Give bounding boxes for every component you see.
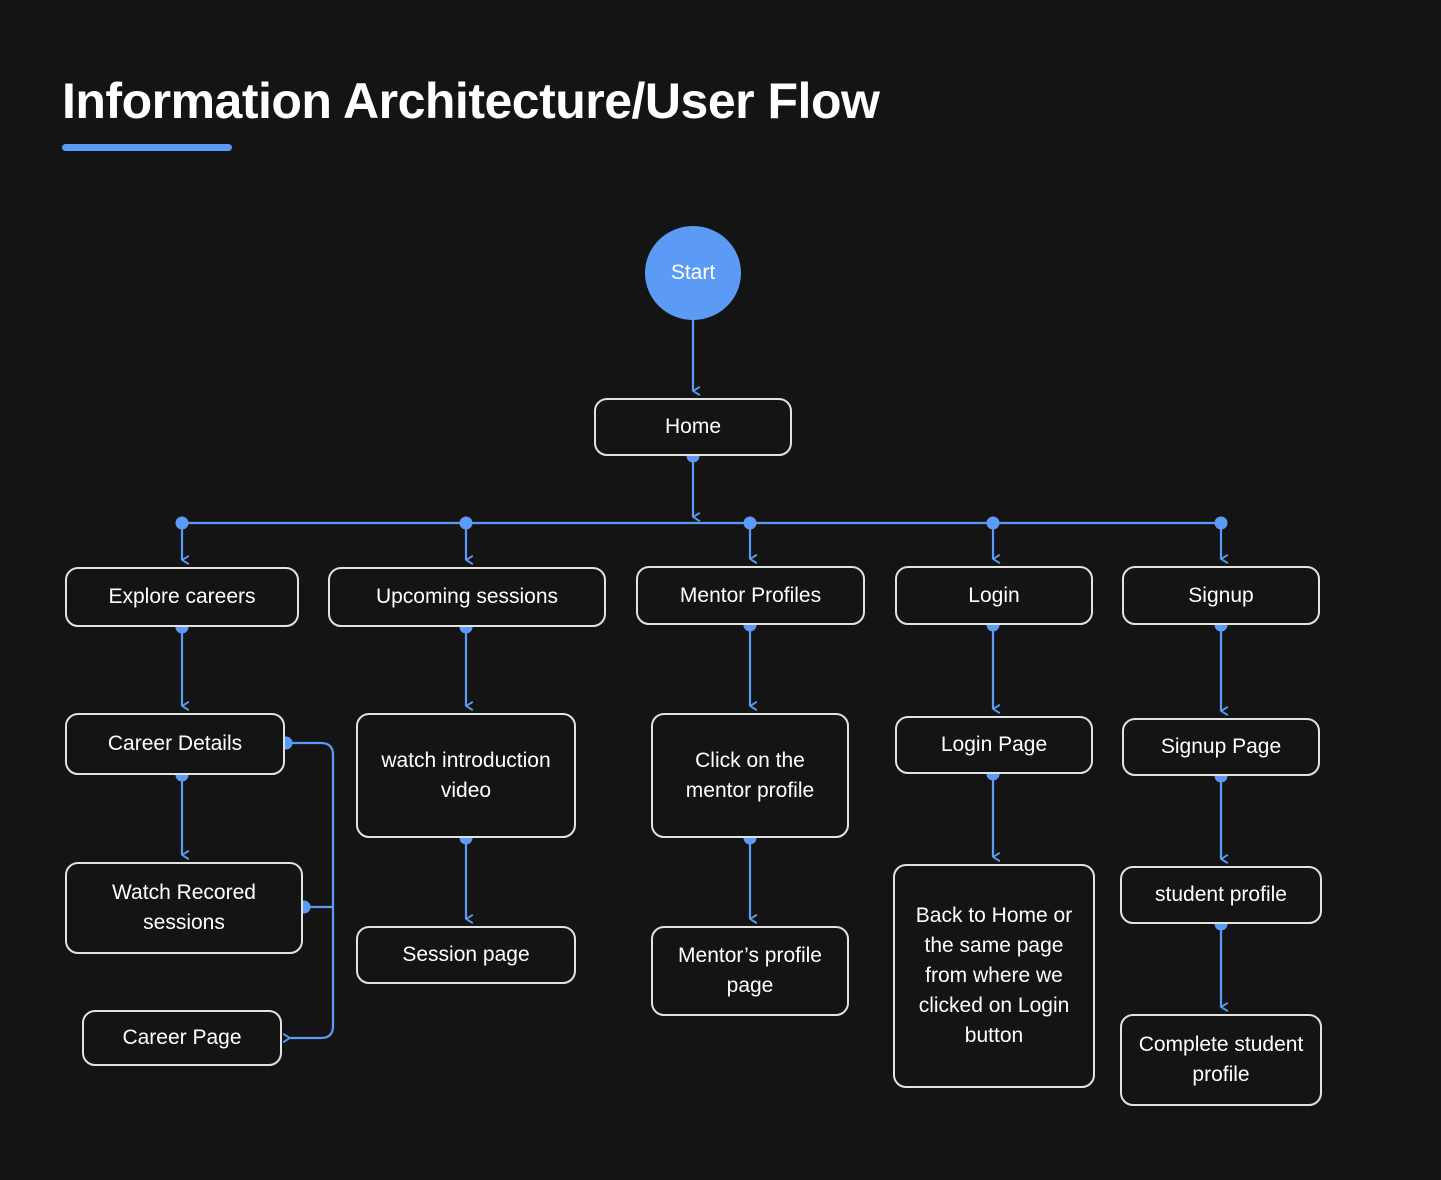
node-login-page[interactable]: Login Page (895, 716, 1093, 774)
node-signup-page[interactable]: Signup Page (1122, 718, 1320, 776)
node-session-page-label: Session page (402, 943, 530, 967)
node-home-label: Home (664, 415, 722, 439)
node-career-page-label: Career Page (122, 1026, 242, 1050)
title-underline-accent (62, 144, 232, 151)
node-click-on-mentor-profile[interactable]: Click on the mentor profile (651, 713, 849, 838)
node-upcoming-sessions[interactable]: Upcoming sessions (328, 567, 606, 627)
node-home[interactable]: Home (594, 398, 792, 456)
node-login-page-label: Login Page (940, 733, 1048, 757)
node-complete-student-profile[interactable]: Complete student profile (1120, 1014, 1322, 1106)
node-upcoming-sessions-label: Upcoming sessions (375, 585, 559, 609)
node-signup-page-label: Signup Page (1160, 735, 1282, 759)
node-mentor-profiles-label: Mentor Profiles (679, 583, 822, 607)
node-career-details-label: Career Details (107, 732, 243, 756)
node-watch-recored-sessions-label: Watch Recored sessions (112, 881, 256, 934)
node-mentors-profile-page[interactable]: Mentor’s profile page (651, 926, 849, 1016)
node-login-label: Login (968, 583, 1020, 607)
node-student-profile[interactable]: student profile (1120, 866, 1322, 924)
edge-career-details-to-career-page (282, 741, 335, 1043)
node-back-to-home-label: Back to Home or the same page from where… (915, 904, 1073, 1047)
node-watch-recored-sessions[interactable]: Watch Recored sessions (65, 862, 303, 954)
node-mentor-profiles[interactable]: Mentor Profiles (636, 566, 865, 625)
connector-dot (986, 516, 1000, 530)
connector-dot (175, 516, 189, 530)
node-student-profile-label: student profile (1155, 883, 1287, 907)
node-career-details[interactable]: Career Details (65, 713, 285, 775)
connector-dot (459, 516, 473, 530)
node-complete-student-profile-label: Complete student profile (1138, 1033, 1304, 1086)
node-watch-introduction-video[interactable]: watch introduction video (356, 713, 576, 838)
page-title: Information Architecture/User Flow (62, 73, 880, 129)
connector-dot (743, 516, 757, 530)
node-back-to-home[interactable]: Back to Home or the same page from where… (893, 864, 1095, 1088)
node-session-page[interactable]: Session page (356, 926, 576, 984)
node-start[interactable]: Start (645, 226, 741, 320)
node-click-on-mentor-profile-label: Click on the mentor profile (685, 748, 815, 802)
node-explore-careers[interactable]: Explore careers (65, 567, 299, 627)
connector-dot (1214, 516, 1228, 530)
node-explore-careers-label: Explore careers (108, 585, 256, 609)
node-watch-introduction-video-label: watch introduction video (381, 748, 551, 802)
node-signup-label: Signup (1188, 583, 1254, 607)
node-signup[interactable]: Signup (1122, 566, 1320, 625)
node-mentors-profile-page-label: Mentor’s profile page (678, 944, 822, 997)
node-start-label: Start (670, 261, 716, 284)
node-login[interactable]: Login (895, 566, 1093, 625)
node-career-page[interactable]: Career Page (82, 1010, 282, 1066)
